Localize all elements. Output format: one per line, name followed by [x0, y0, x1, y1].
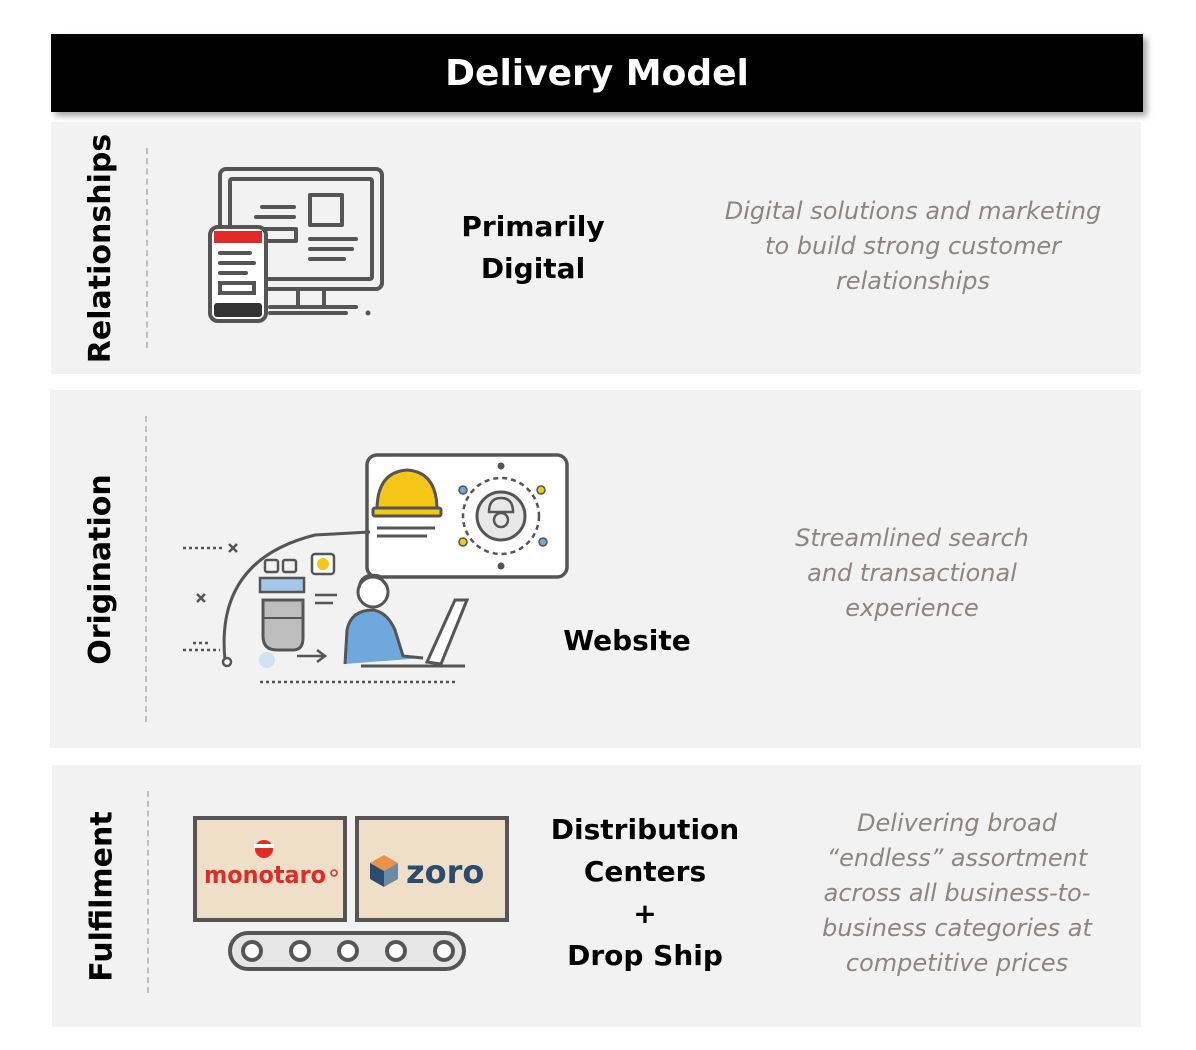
conveyor-boxes-icon: monotaro zoro [193, 816, 509, 971]
computer-and-phone-icon [208, 167, 384, 323]
origination-mid-text: Website [563, 624, 691, 657]
monotaro-logo: monotaro [204, 840, 338, 889]
relationships-label: Relationships [83, 133, 119, 363]
fulfilment-label: Fulfilment [84, 810, 120, 982]
fulfilment-mid-text: Distribution Centers + Drop Ship [550, 813, 740, 972]
header-bar: Delivery Model [51, 34, 1143, 112]
page-title: Delivery Model [445, 52, 749, 94]
svg-text:zoro: zoro [406, 853, 484, 891]
fulfilment-description: Delivering broad “endless” assortment ac… [822, 809, 1092, 977]
online-ordering-icon [183, 453, 569, 684]
relationships-mid-text: Primarily Digital [461, 210, 605, 285]
row-divider [145, 416, 147, 722]
origination-row: Origination [50, 390, 1141, 748]
zoro-logo: zoro [370, 853, 484, 891]
fulfilment-row: Fulfilment monotaro zoro Distribu [52, 765, 1141, 1027]
origination-description: Streamlined search and transactional exp… [795, 524, 1029, 622]
row-divider [147, 791, 149, 993]
svg-text:monotaro: monotaro [204, 861, 326, 889]
relationships-description: Digital solutions and marketing to build… [724, 197, 1102, 295]
row-divider [146, 148, 148, 348]
origination-label: Origination [82, 473, 118, 665]
relationships-row: Relationships Primarily Di [51, 122, 1141, 374]
